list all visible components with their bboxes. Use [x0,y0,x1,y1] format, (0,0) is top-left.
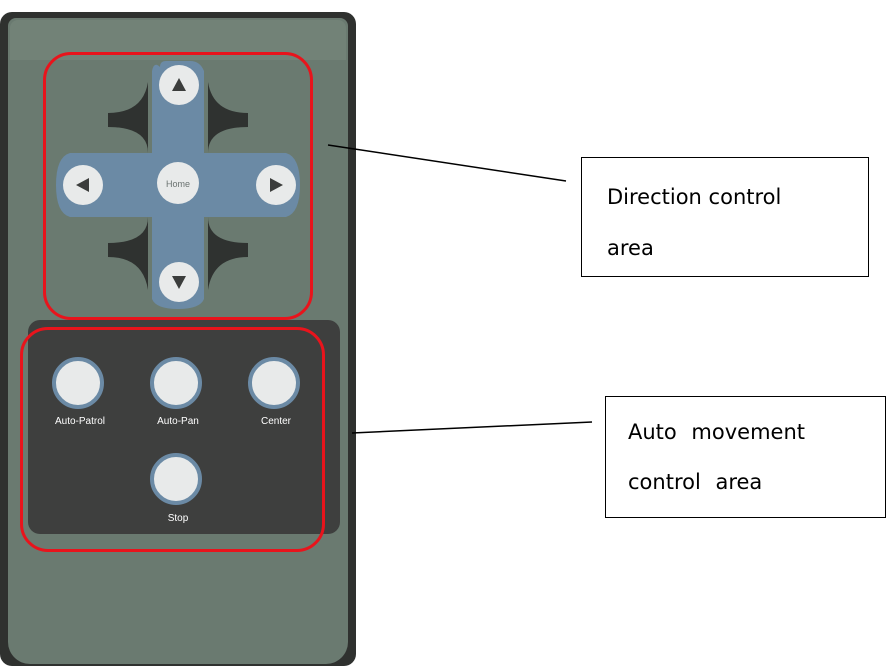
auto-callout-line1: Auto movement [628,420,806,444]
direction-callout-line1: Direction control [607,185,782,209]
auto-pan-label: Auto-Pan [157,416,199,427]
home-button[interactable]: Home [157,162,199,204]
direction-area-highlight [43,52,313,320]
auto-leader-line [351,421,593,434]
auto-callout: Auto movement control area [605,396,886,518]
direction-leader-line [327,144,567,182]
home-label: Home [166,179,190,189]
down-button[interactable] [159,262,199,302]
triangle-down-icon [172,276,186,289]
up-button[interactable] [159,65,199,105]
dpad-shadow [108,82,248,290]
stop-button[interactable] [150,453,202,505]
triangle-up-icon [172,78,186,91]
auto-area-highlight [20,327,325,552]
left-button[interactable] [63,165,103,205]
direction-callout: Direction control area [581,157,869,277]
direction-pad: Home [56,61,300,309]
auto-pan-button[interactable] [150,357,202,409]
center-button[interactable] [248,357,300,409]
triangle-left-icon [76,178,89,192]
triangle-right-icon [270,178,283,192]
right-button[interactable] [256,165,296,205]
auto-patrol-label: Auto-Patrol [54,416,106,427]
auto-patrol-button[interactable] [52,357,104,409]
stop-label: Stop [167,513,189,524]
direction-callout-line2: area [607,236,654,260]
auto-callout-line2: control area [628,470,763,494]
center-label: Center [260,416,291,427]
